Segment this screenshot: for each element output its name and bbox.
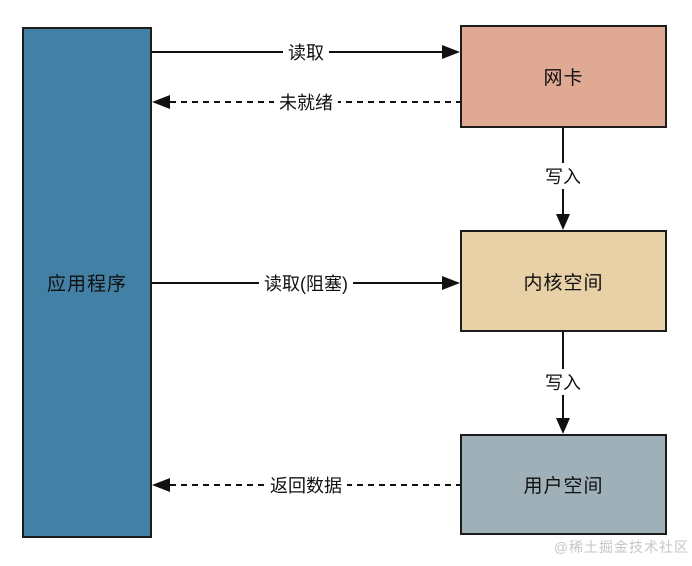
node-user-space-label: 用户空间 — [523, 476, 604, 497]
edge-write-kernel-user-label: 写入 — [540, 369, 586, 395]
edge-read-label: 读取 — [283, 39, 329, 65]
watermark: @稀土掘金技术社区 — [553, 539, 689, 555]
edge-read-blocking-label: 读取(阻塞) — [259, 270, 353, 296]
node-kernel-space-label: 内核空间 — [523, 272, 604, 294]
node-user-space: 用户空间 — [460, 434, 667, 535]
edge-not-ready-label: 未就绪 — [274, 89, 338, 115]
edge-read-blocking-arrowhead-icon — [442, 276, 460, 290]
node-nic: 网卡 — [460, 25, 667, 128]
edge-read-arrowhead-icon — [442, 45, 460, 59]
edge-write-nic-kernel-label: 写入 — [540, 163, 586, 189]
edge-not-ready-arrowhead-icon — [152, 95, 170, 109]
node-application: 应用程序 — [22, 27, 152, 538]
edge-write-kernel-user-arrowhead-icon — [556, 418, 570, 434]
node-application-label: 应用程序 — [46, 274, 127, 295]
node-kernel-space: 内核空间 — [460, 230, 667, 332]
edge-write-nic-kernel-arrowhead-icon — [556, 214, 570, 230]
node-nic-label: 网卡 — [543, 68, 584, 89]
edge-return-data-label: 返回数据 — [265, 472, 347, 498]
edge-return-data-arrowhead-icon — [152, 478, 170, 492]
